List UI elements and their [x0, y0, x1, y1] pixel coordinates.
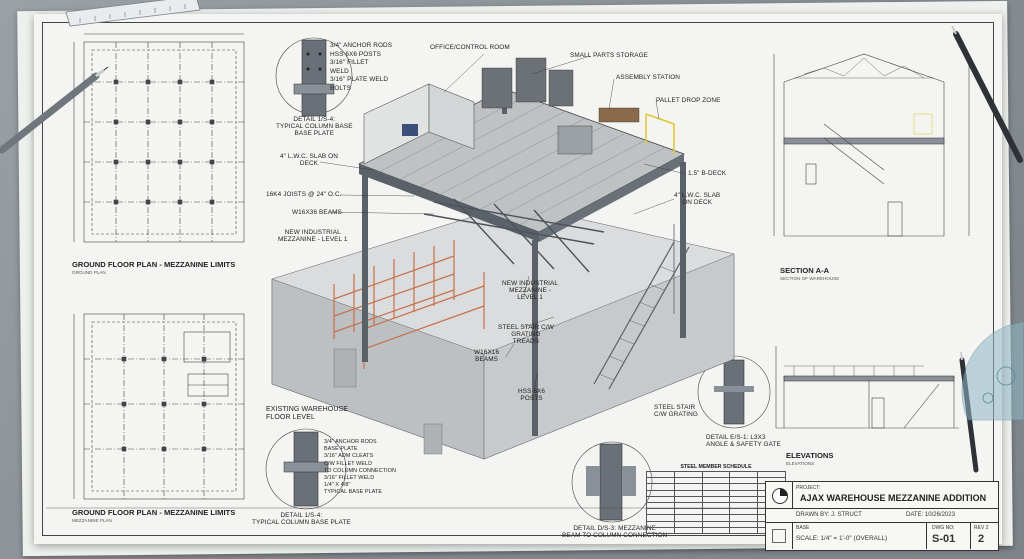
label-w-beams: W16x16 BEAMS: [474, 349, 500, 363]
schedule-cell: [646, 526, 675, 534]
ground-floor-plan-bottom: [73, 313, 245, 500]
detail-bottom-middle-title: DETAIL D/S-3: MEZZANINE BEAM TO COLUMN C…: [562, 525, 668, 539]
dwg-no: S-01: [932, 533, 956, 545]
schedule-cell: [673, 526, 703, 534]
rev-number: 2: [978, 533, 985, 545]
plan-top-title: GROUND FLOOR PLAN - MEZZANINE LIMITS: [72, 260, 236, 269]
schedule-cell: [701, 526, 731, 534]
label-pallet: PALLET DROP ZONE: [656, 97, 721, 104]
column-detail-top: [293, 39, 335, 117]
drawing-sheet: 3/4" ANCHOR RODS HSS 6x6 POSTS 3/16" FIL…: [34, 14, 1002, 551]
label-assembly: ASSEMBLY STATION: [616, 74, 680, 81]
scale-value: SCALE: 1/4" = 1'-0" (OVERALL): [796, 535, 888, 542]
steel-member-schedule: STEEL MEMBER SCHEDULE: [646, 464, 786, 534]
label-hss-posts: HSS 6x6 POSTS: [518, 388, 545, 402]
section-a-a: [773, 53, 970, 237]
detail-bottom-left-title: DETAIL 1/S-4: TYPICAL COLUMN BASE PLATE: [252, 512, 351, 526]
schedule-cell: [729, 526, 759, 534]
label-slab-left: 4" L.W.C. SLAB ON DECK: [280, 153, 338, 167]
schedule-table: [646, 470, 786, 534]
label-new-mezzanine: NEW INDUSTRIAL MEZZANINE - LEVEL 1: [278, 229, 348, 243]
dwg-no-label: DWG NO:: [932, 525, 955, 531]
label-new-mezzanine-2: NEW INDUSTRIAL MEZZANINE - LEVEL 1: [502, 280, 559, 301]
project-name: AJAX WAREHOUSE MEZZANINE ADDITION: [800, 493, 987, 503]
sheet-border: [42, 22, 994, 536]
plan-bottom-title: GROUND FLOOR PLAN - MEZZANINE LIMITS: [72, 508, 236, 517]
plan-bottom-subtitle: MEZZANINE PLAN: [72, 518, 112, 523]
detail-bottom-left-callouts: 3/4" ANCHOR RODS BASE PLATE 3/16" ADM CL…: [324, 439, 396, 496]
label-joists: 16K4 JOISTS @ 24" O.C.: [266, 191, 342, 198]
column-detail-bottom-middle: [586, 443, 636, 521]
detail-top-callouts: 3/4" ANCHOR RODS HSS 6x6 POSTS 3/16" FIL…: [330, 42, 393, 92]
isometric-model: [271, 57, 735, 460]
drawn-by: DRAWN BY: J. STRUCT: [796, 512, 862, 518]
title-block: PROJECT: AJAX WAREHOUSE MEZZANINE ADDITI…: [765, 481, 999, 551]
schedule-title: STEEL MEMBER SCHEDULE: [680, 464, 752, 470]
label-small-parts: SMALL PARTS STORAGE: [570, 52, 649, 59]
scale-label: BASE: [796, 525, 810, 531]
label-b-deck: 1.5" B-DECK: [688, 170, 727, 177]
section-subtitle: SECTION OF WAREHOUSE: [780, 276, 840, 281]
label-steel-stair-2: STEEL STAIR C/W GRATING: [654, 404, 698, 418]
ground-floor-plan-top: [73, 33, 245, 243]
north-arrow-icon: [766, 482, 793, 509]
date: DATE: 10/26/2023: [906, 512, 955, 518]
column-detail-bottom-right: [714, 359, 754, 425]
rev-label: REV 2: [974, 525, 989, 531]
drawing-canvas: [46, 33, 990, 523]
elevations-title: ELEVATIONS: [786, 451, 834, 460]
detail-top-title: DETAIL 1/S-4: TYPICAL COLUMN BASE BASE P…: [276, 116, 353, 137]
label-slab-right: 4" L.W.C. SLAB ON DECK: [674, 192, 721, 206]
elevations-drawing: [775, 346, 959, 429]
label-office-room: OFFICE/CONTROL ROOM: [430, 44, 510, 51]
elevations-subtitle: ELEVATIONS: [786, 461, 815, 466]
section-title: SECTION A-A: [780, 266, 830, 275]
plan-top-subtitle: GROUND PLAN: [72, 270, 106, 275]
project-label: PROJECT:: [796, 485, 821, 491]
scale-icon: [766, 522, 793, 549]
label-steel-stair: STEEL STAIR C/W GRATING TREADS: [498, 324, 554, 345]
detail-bottom-right-title: DETAIL E/S-1: L3x3 ANGLE & SAFETY GATE: [706, 434, 781, 448]
column-detail-bottom-left: [283, 431, 329, 507]
label-beams-top: W16x36 BEAMS: [292, 209, 342, 216]
label-existing-warehouse: EXISTING WAREHOUSE FLOOR LEVEL: [266, 406, 349, 421]
